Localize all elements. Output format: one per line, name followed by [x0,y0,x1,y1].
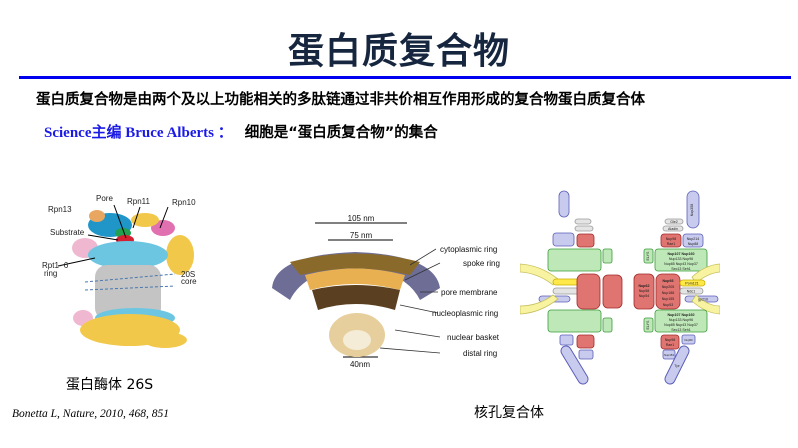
scale-75nm: 75 nm [350,231,373,240]
label-core: core [181,277,197,286]
label-y-complex-1b: Nup107 Nup160 [668,313,695,317]
label-tpr: Tpr [674,364,680,368]
scale-105nm: 105 nm [348,214,375,223]
label-nup50: Nup50 [684,338,693,342]
proteasome-structure [57,204,194,348]
npc-schematic: Nup358 Gle2 Aladin Nup98 Rae1 Nup214 Nup… [520,190,720,385]
label-spoke-ring: spoke ring [463,259,500,268]
label-ring: ring [44,269,57,278]
label-substrate: Substrate [50,228,85,237]
label-rpn10: Rpn10 [172,198,196,207]
citation: Bonetta L, Nature, 2010, 468, 851 [12,408,170,420]
title-divider [19,76,791,79]
npc-caption: 核孔复合体 [474,405,544,421]
label-rpt1-6: Rpt1- 6 [42,261,69,270]
label-nucleoplasmic-ring: nucleoplasmic ring [432,309,498,318]
label-nup98-bottom: Nup98 [665,338,676,342]
label-nuclear-basket: nuclear basket [447,333,500,342]
label-y-complex-3b: Nup85 Nup43 Nup37 [664,323,698,327]
label-nup358: Nup358 [690,204,694,217]
label-y-complex-4b: Sec13 Seh1 [671,328,691,332]
label-nup54: Nup54 [639,294,650,298]
label-nup214: Nup214 [687,237,700,241]
quote-text: 细胞是“蛋白质复合物”的集合 [244,125,438,141]
quote-line: Science主编 Bruce Alberts ： 细胞是“蛋白质复合物”的集合 [44,121,438,142]
label-nup62: Nup62 [639,284,650,288]
slide-title: 蛋白质复合物 [287,31,510,72]
label-pore-membrane: pore membrane [441,288,498,297]
label-ndc1: Ndc1 [687,290,695,294]
label-nup58: Nup58 [639,289,650,293]
label-elys-top: ELYS [646,251,650,261]
label-nup205: Nup205 [662,285,675,289]
proteasome-caption: 蛋白酶体 26S [66,377,154,393]
label-nup155: Nup155 [662,297,675,301]
label-rae1-bottom: Rae1 [666,343,675,347]
label-rpn11: Rpn11 [127,197,151,206]
label-y-complex-2b: Nup133 Nup96 [669,318,693,322]
label-elys-bottom: ELYS [646,320,650,330]
label-y-complex-1: Nup107 Nup160 [668,252,695,256]
label-nup88: Nup88 [688,242,699,246]
label-20s: 20S [181,270,195,279]
label-aladin: Aladin [668,227,678,231]
quote-source: Science主编 Bruce Alberts ： [44,125,233,141]
label-rpn13: Rpn13 [48,205,72,214]
npc-figure: 105 nm 75 nm 40nm cytoplasmic ring spoke… [272,214,500,369]
label-gp210: gp210 [698,298,708,302]
label-y-complex-4: Sec13 Seh1 [671,267,691,271]
label-nup53: Nup53 [663,303,674,307]
label-pore: Pore [96,194,113,203]
label-nup153: Nup153 [664,353,674,357]
scale-40nm: 40nm [350,360,370,369]
label-cytoplasmic-ring: cytoplasmic ring [440,245,497,254]
label-nup93: Nup93 [663,279,674,283]
label-nup188: Nup188 [662,291,675,295]
npc-structure [272,252,440,357]
label-y-complex-3: Nup85 Nup43 Nup37 [664,262,698,266]
label-gle2: Gle2 [670,220,678,224]
proteasome-figure: Rpn13 Pore Rpn11 Rpn10 Substrate Rpt1- 6… [42,194,197,348]
definition-text: 蛋白质复合物是由两个及以上功能相关的多肽链通过非共价相互作用形成的复合物蛋白质复… [36,92,645,108]
label-rae1: Rae1 [667,242,676,246]
label-nup98: Nup98 [666,237,677,241]
label-pom121: Pom121 [685,282,698,286]
label-distal-ring: distal ring [463,349,497,358]
label-y-complex-2: Nup133 Nup96 [669,257,693,261]
